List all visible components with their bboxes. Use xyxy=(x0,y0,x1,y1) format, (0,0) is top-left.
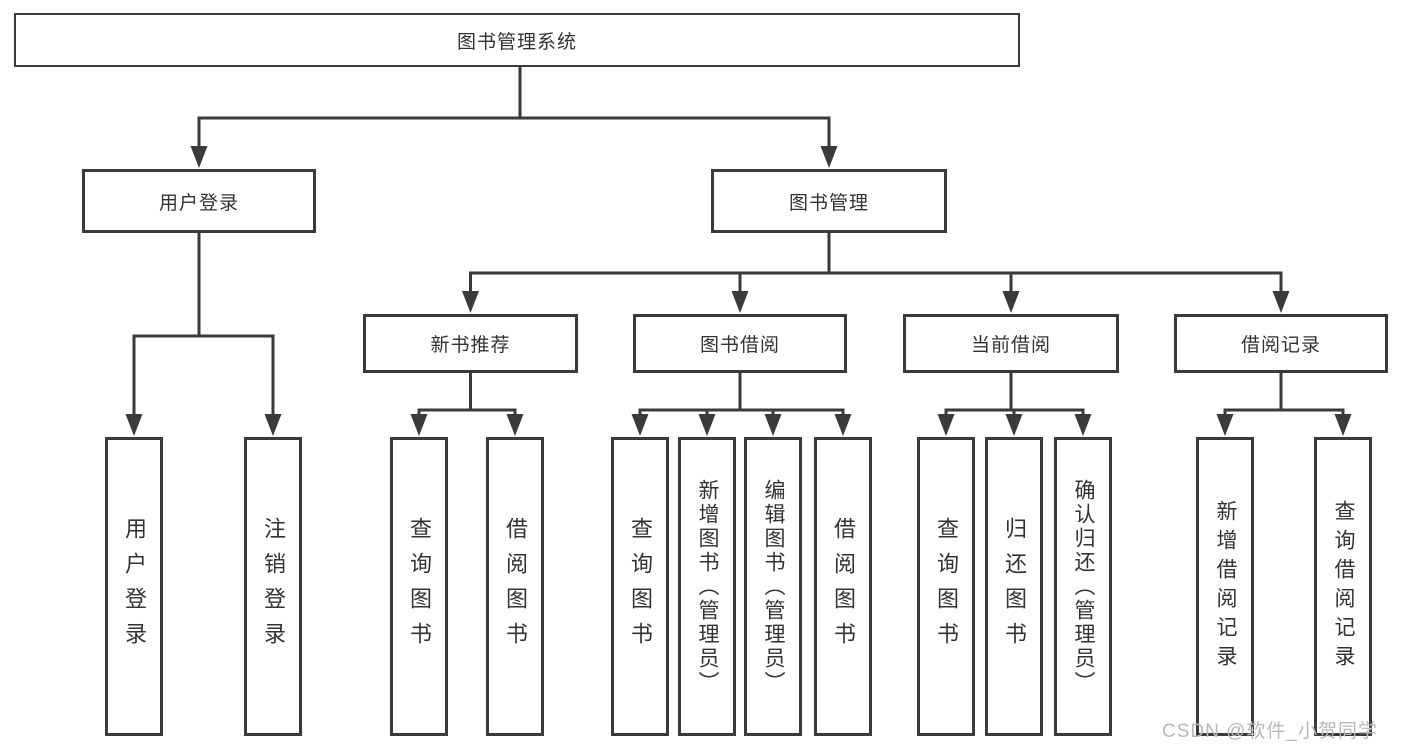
arrowhead-down-icon xyxy=(506,414,524,436)
leaf-user-login: 用户登录 xyxy=(105,437,163,736)
arrowhead-down-icon xyxy=(1272,291,1290,313)
csdn-watermark: CSDN @软件_小贺同学 xyxy=(1162,721,1378,742)
leaf-query-borrow-record: 查询借阅记录 xyxy=(1314,437,1372,736)
arrowhead-down-icon xyxy=(264,414,282,436)
leaf-query-books-current: 查询图书 xyxy=(917,437,975,736)
node-borrowing-records: 借阅记录 xyxy=(1174,314,1388,373)
arrowhead-down-icon xyxy=(462,291,479,313)
leaf-confirm-return-admin: 确认归还（管理员） xyxy=(1054,437,1112,736)
node-current-borrowing: 当前借阅 xyxy=(903,314,1119,373)
node-new-book-recommend: 新书推荐 xyxy=(363,314,578,373)
leaf-borrow-books-recommend: 借阅图书 xyxy=(486,437,544,736)
arrowhead-down-icon xyxy=(1216,414,1234,436)
arrowhead-down-icon xyxy=(631,414,649,436)
connector-user-login-to-leaves xyxy=(132,233,275,421)
connector-root-to-level2 xyxy=(197,67,831,152)
node-user-login: 用户登录 xyxy=(82,169,316,233)
leaf-add-borrow-record: 新增借阅记录 xyxy=(1196,437,1254,736)
arrowhead-down-icon xyxy=(937,414,955,436)
leaf-query-books-recommend: 查询图书 xyxy=(390,437,448,736)
leaf-edit-book-admin: 编辑图书（管理员） xyxy=(744,437,802,736)
arrowhead-down-icon xyxy=(820,146,838,168)
arrowheads xyxy=(125,146,1352,436)
leaf-return-books: 归还图书 xyxy=(985,437,1043,736)
arrowhead-down-icon xyxy=(1074,414,1092,436)
arrowhead-down-icon xyxy=(1002,291,1020,313)
connector-sections-to-leaves xyxy=(417,373,1345,421)
arrowhead-down-icon xyxy=(190,146,208,168)
leaf-add-book-admin: 新增图书（管理员） xyxy=(678,437,736,736)
arrowhead-down-icon xyxy=(834,414,852,436)
arrowhead-down-icon xyxy=(125,414,143,436)
node-book-management: 图书管理 xyxy=(711,169,947,233)
node-book-borrowing: 图书借阅 xyxy=(633,314,847,373)
node-library-management-system: 图书管理系统 xyxy=(14,13,1020,67)
leaf-borrow-books-borrowing: 借阅图书 xyxy=(814,437,872,736)
arrowhead-down-icon xyxy=(764,414,782,436)
leaf-query-books-borrowing: 查询图书 xyxy=(611,437,669,736)
leaf-logout-login: 注销登录 xyxy=(244,437,302,736)
arrowhead-down-icon xyxy=(1005,414,1023,436)
arrowhead-down-icon xyxy=(731,291,749,313)
connector-book-management-to-sections xyxy=(469,233,1283,297)
arrowhead-down-icon xyxy=(698,414,716,436)
arrowhead-down-icon xyxy=(410,414,428,436)
arrowhead-down-icon xyxy=(1334,414,1352,436)
